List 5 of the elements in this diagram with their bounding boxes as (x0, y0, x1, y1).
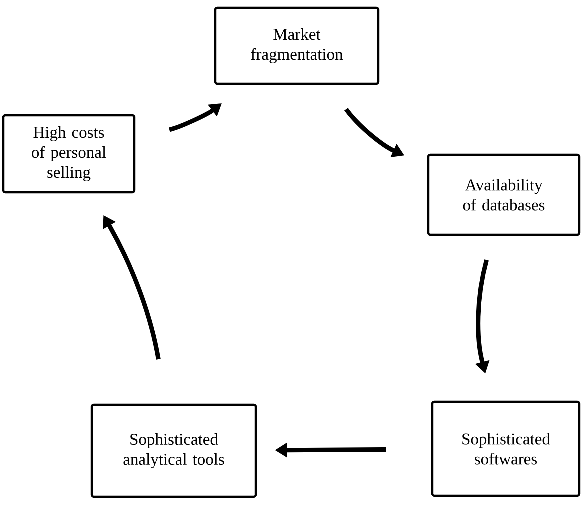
process-box: Sophisticated softwares (431, 400, 581, 498)
process-box: Market fragmentation (214, 6, 380, 86)
process-box: Availability of databases (427, 154, 581, 236)
process-box: Sophisticated analytical tools (90, 404, 258, 498)
process-box: High costs of personal selling (2, 114, 136, 194)
